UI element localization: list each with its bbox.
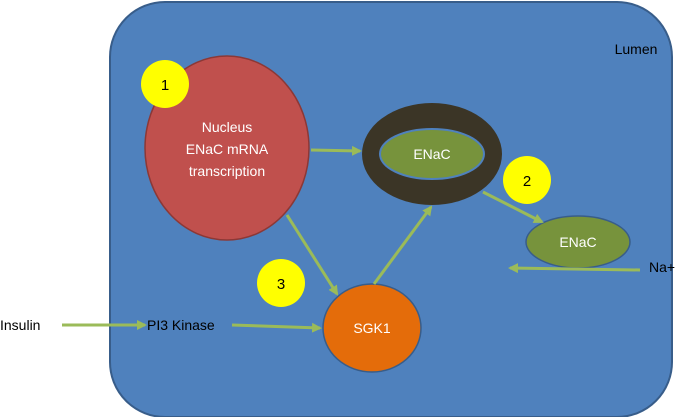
step-2-label: 2 bbox=[523, 173, 531, 190]
enac-membrane-label: ENaC bbox=[559, 234, 596, 250]
sgk1-node bbox=[322, 283, 422, 373]
enac-vesicle-label: ENaC bbox=[413, 146, 450, 162]
step-2-marker bbox=[503, 156, 551, 204]
nucleus bbox=[144, 55, 310, 241]
arrow-pi3k-to-sgk1 bbox=[231, 322, 322, 333]
lumen-label: Lumen bbox=[615, 41, 658, 57]
step-3-marker bbox=[257, 259, 305, 307]
pi3k-label: PI3 Kinase bbox=[147, 317, 215, 333]
sgk1-label: SGK1 bbox=[353, 320, 391, 336]
sodium-label: Na+ bbox=[649, 259, 675, 275]
step-3-label: 3 bbox=[277, 276, 285, 293]
nucleus-label-line1: Nucleus bbox=[202, 119, 253, 135]
arrow-sodium-to-enac bbox=[508, 263, 641, 274]
arrow-nucleus-to-vesicle bbox=[310, 145, 362, 156]
insulin-label: Insulin bbox=[0, 317, 40, 333]
step-1-label: 1 bbox=[161, 77, 169, 94]
arrow-sgk1-to-vesicle bbox=[372, 205, 433, 285]
enac-vesicle-core bbox=[379, 128, 485, 180]
arrow-vesicle-to-membrane bbox=[482, 190, 544, 224]
step-1-marker bbox=[141, 60, 189, 108]
nucleus-label-line2: ENaC mRNA bbox=[186, 141, 269, 157]
arrow-nucleus-to-sgk1 bbox=[285, 214, 339, 296]
nucleus-label-line3: transcription bbox=[189, 163, 265, 179]
